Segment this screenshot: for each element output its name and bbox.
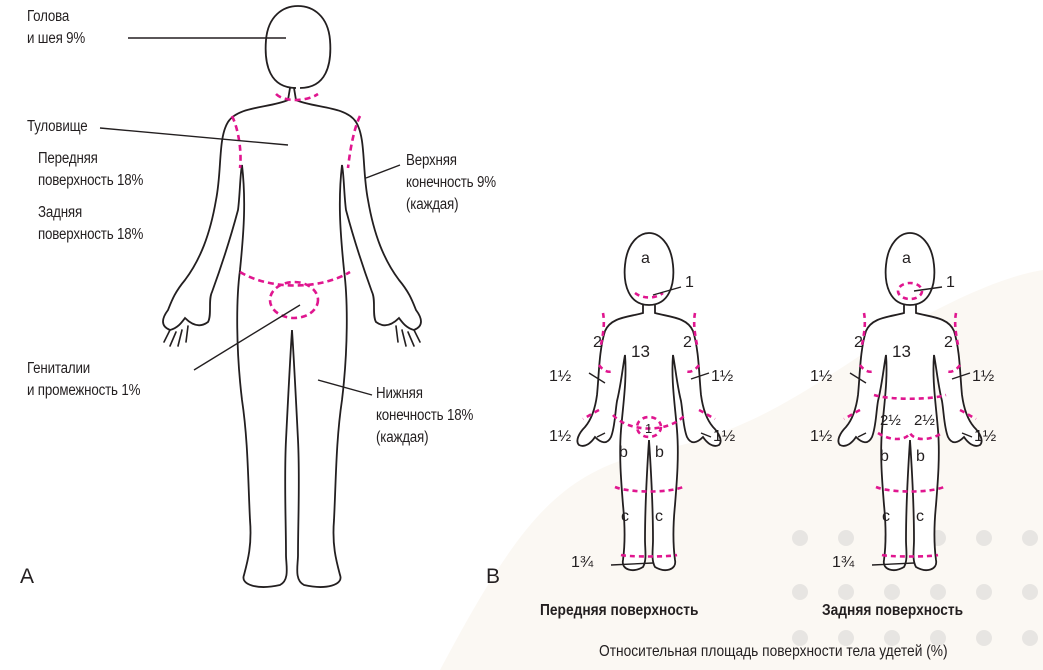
decorative-dot bbox=[884, 584, 900, 600]
panel-b-letter: B bbox=[486, 565, 500, 589]
decorative-dot bbox=[838, 584, 854, 600]
lower-limb-line2: конечность 18% bbox=[376, 405, 473, 427]
front-neck-label: 1 bbox=[685, 274, 694, 291]
back-hand-right-label: 1½ bbox=[974, 428, 996, 445]
front-upper-arm-right-label: 2 bbox=[683, 334, 692, 351]
genital-line1: Гениталии bbox=[27, 358, 140, 380]
back-caption: Задняя поверхность bbox=[822, 602, 963, 620]
front-shin-left-label: c bbox=[621, 508, 629, 525]
torso-back-line2: поверхность 18% bbox=[38, 224, 143, 246]
adult-figure bbox=[100, 6, 421, 587]
torso-back-label: Задняя поверхность 18% bbox=[38, 202, 143, 246]
upper-limb-label: Верхняя конечность 9% (каждая) bbox=[406, 150, 496, 216]
decorative-dot bbox=[838, 530, 854, 546]
back-hand-left-label: 1½ bbox=[810, 428, 832, 445]
decorative-dot bbox=[792, 584, 808, 600]
decorative-dot bbox=[930, 584, 946, 600]
back-neck-label: 1 bbox=[946, 274, 955, 291]
front-caption: Передняя поверхность bbox=[540, 602, 698, 620]
genital-line2: и промежность 1% bbox=[27, 380, 140, 402]
upper-limb-line3: (каждая) bbox=[406, 194, 496, 216]
torso-front-line2: поверхность 18% bbox=[38, 170, 143, 192]
back-buttock-left-label: 2½ bbox=[880, 412, 901, 429]
decorative-dot bbox=[1022, 530, 1038, 546]
back-trunk-label: 13 bbox=[892, 342, 911, 361]
panel-a-letter: A bbox=[20, 565, 34, 589]
front-upper-arm-left-label: 2 bbox=[593, 334, 602, 351]
back-buttock-right-label: 2½ bbox=[914, 412, 935, 429]
front-trunk-label: 13 bbox=[631, 342, 650, 361]
decorative-dot bbox=[976, 630, 992, 646]
head-neck-line2: и шея 9% bbox=[27, 28, 85, 50]
back-shin-left-label: c bbox=[882, 508, 890, 525]
lower-limb-line1: Нижняя bbox=[376, 383, 473, 405]
torso-label: Туловище bbox=[27, 116, 87, 138]
decorative-dot bbox=[1022, 630, 1038, 646]
back-forearm-left-label: 1½ bbox=[810, 368, 832, 385]
front-hand-left-label: 1½ bbox=[549, 428, 571, 445]
back-thigh-right-label: b bbox=[916, 448, 925, 465]
front-thigh-left-label: b bbox=[619, 444, 628, 461]
decorative-dot bbox=[1022, 584, 1038, 600]
head-neck-label: Голова и шея 9% bbox=[27, 6, 85, 50]
decorative-dot bbox=[976, 530, 992, 546]
front-thigh-right-label: b bbox=[655, 444, 664, 461]
decorative-dot bbox=[792, 530, 808, 546]
front-shin-right-label: c bbox=[655, 508, 663, 525]
torso-back-line1: Задняя bbox=[38, 202, 143, 224]
torso-front-label: Передняя поверхность 18% bbox=[38, 148, 143, 192]
front-genital-label: 1 bbox=[645, 421, 652, 436]
back-foot-label: 1¾ bbox=[832, 554, 855, 571]
upper-limb-line2: конечность 9% bbox=[406, 172, 496, 194]
front-head-label: a bbox=[641, 250, 650, 267]
torso-front-line1: Передняя bbox=[38, 148, 143, 170]
back-upper-arm-left-label: 2 bbox=[854, 334, 863, 351]
head-neck-line1: Голова bbox=[27, 6, 85, 28]
back-head-label: a bbox=[902, 250, 911, 267]
decorative-dot bbox=[976, 584, 992, 600]
genital-label: Гениталии и промежность 1% bbox=[27, 358, 140, 402]
figure-footer: Относительная площадь поверхности тела у… bbox=[599, 643, 948, 661]
back-shin-right-label: c bbox=[916, 508, 924, 525]
front-hand-right-label: 1½ bbox=[713, 428, 735, 445]
front-forearm-left-label: 1½ bbox=[549, 368, 571, 385]
back-thigh-left-label: b bbox=[880, 448, 889, 465]
upper-limb-line1: Верхняя bbox=[406, 150, 496, 172]
back-forearm-right-label: 1½ bbox=[972, 368, 994, 385]
front-foot-label: 1¾ bbox=[571, 554, 594, 571]
lower-limb-line3: (каждая) bbox=[376, 427, 473, 449]
back-upper-arm-right-label: 2 bbox=[944, 334, 953, 351]
lower-limb-label: Нижняя конечность 18% (каждая) bbox=[376, 383, 473, 449]
front-forearm-right-label: 1½ bbox=[711, 368, 733, 385]
